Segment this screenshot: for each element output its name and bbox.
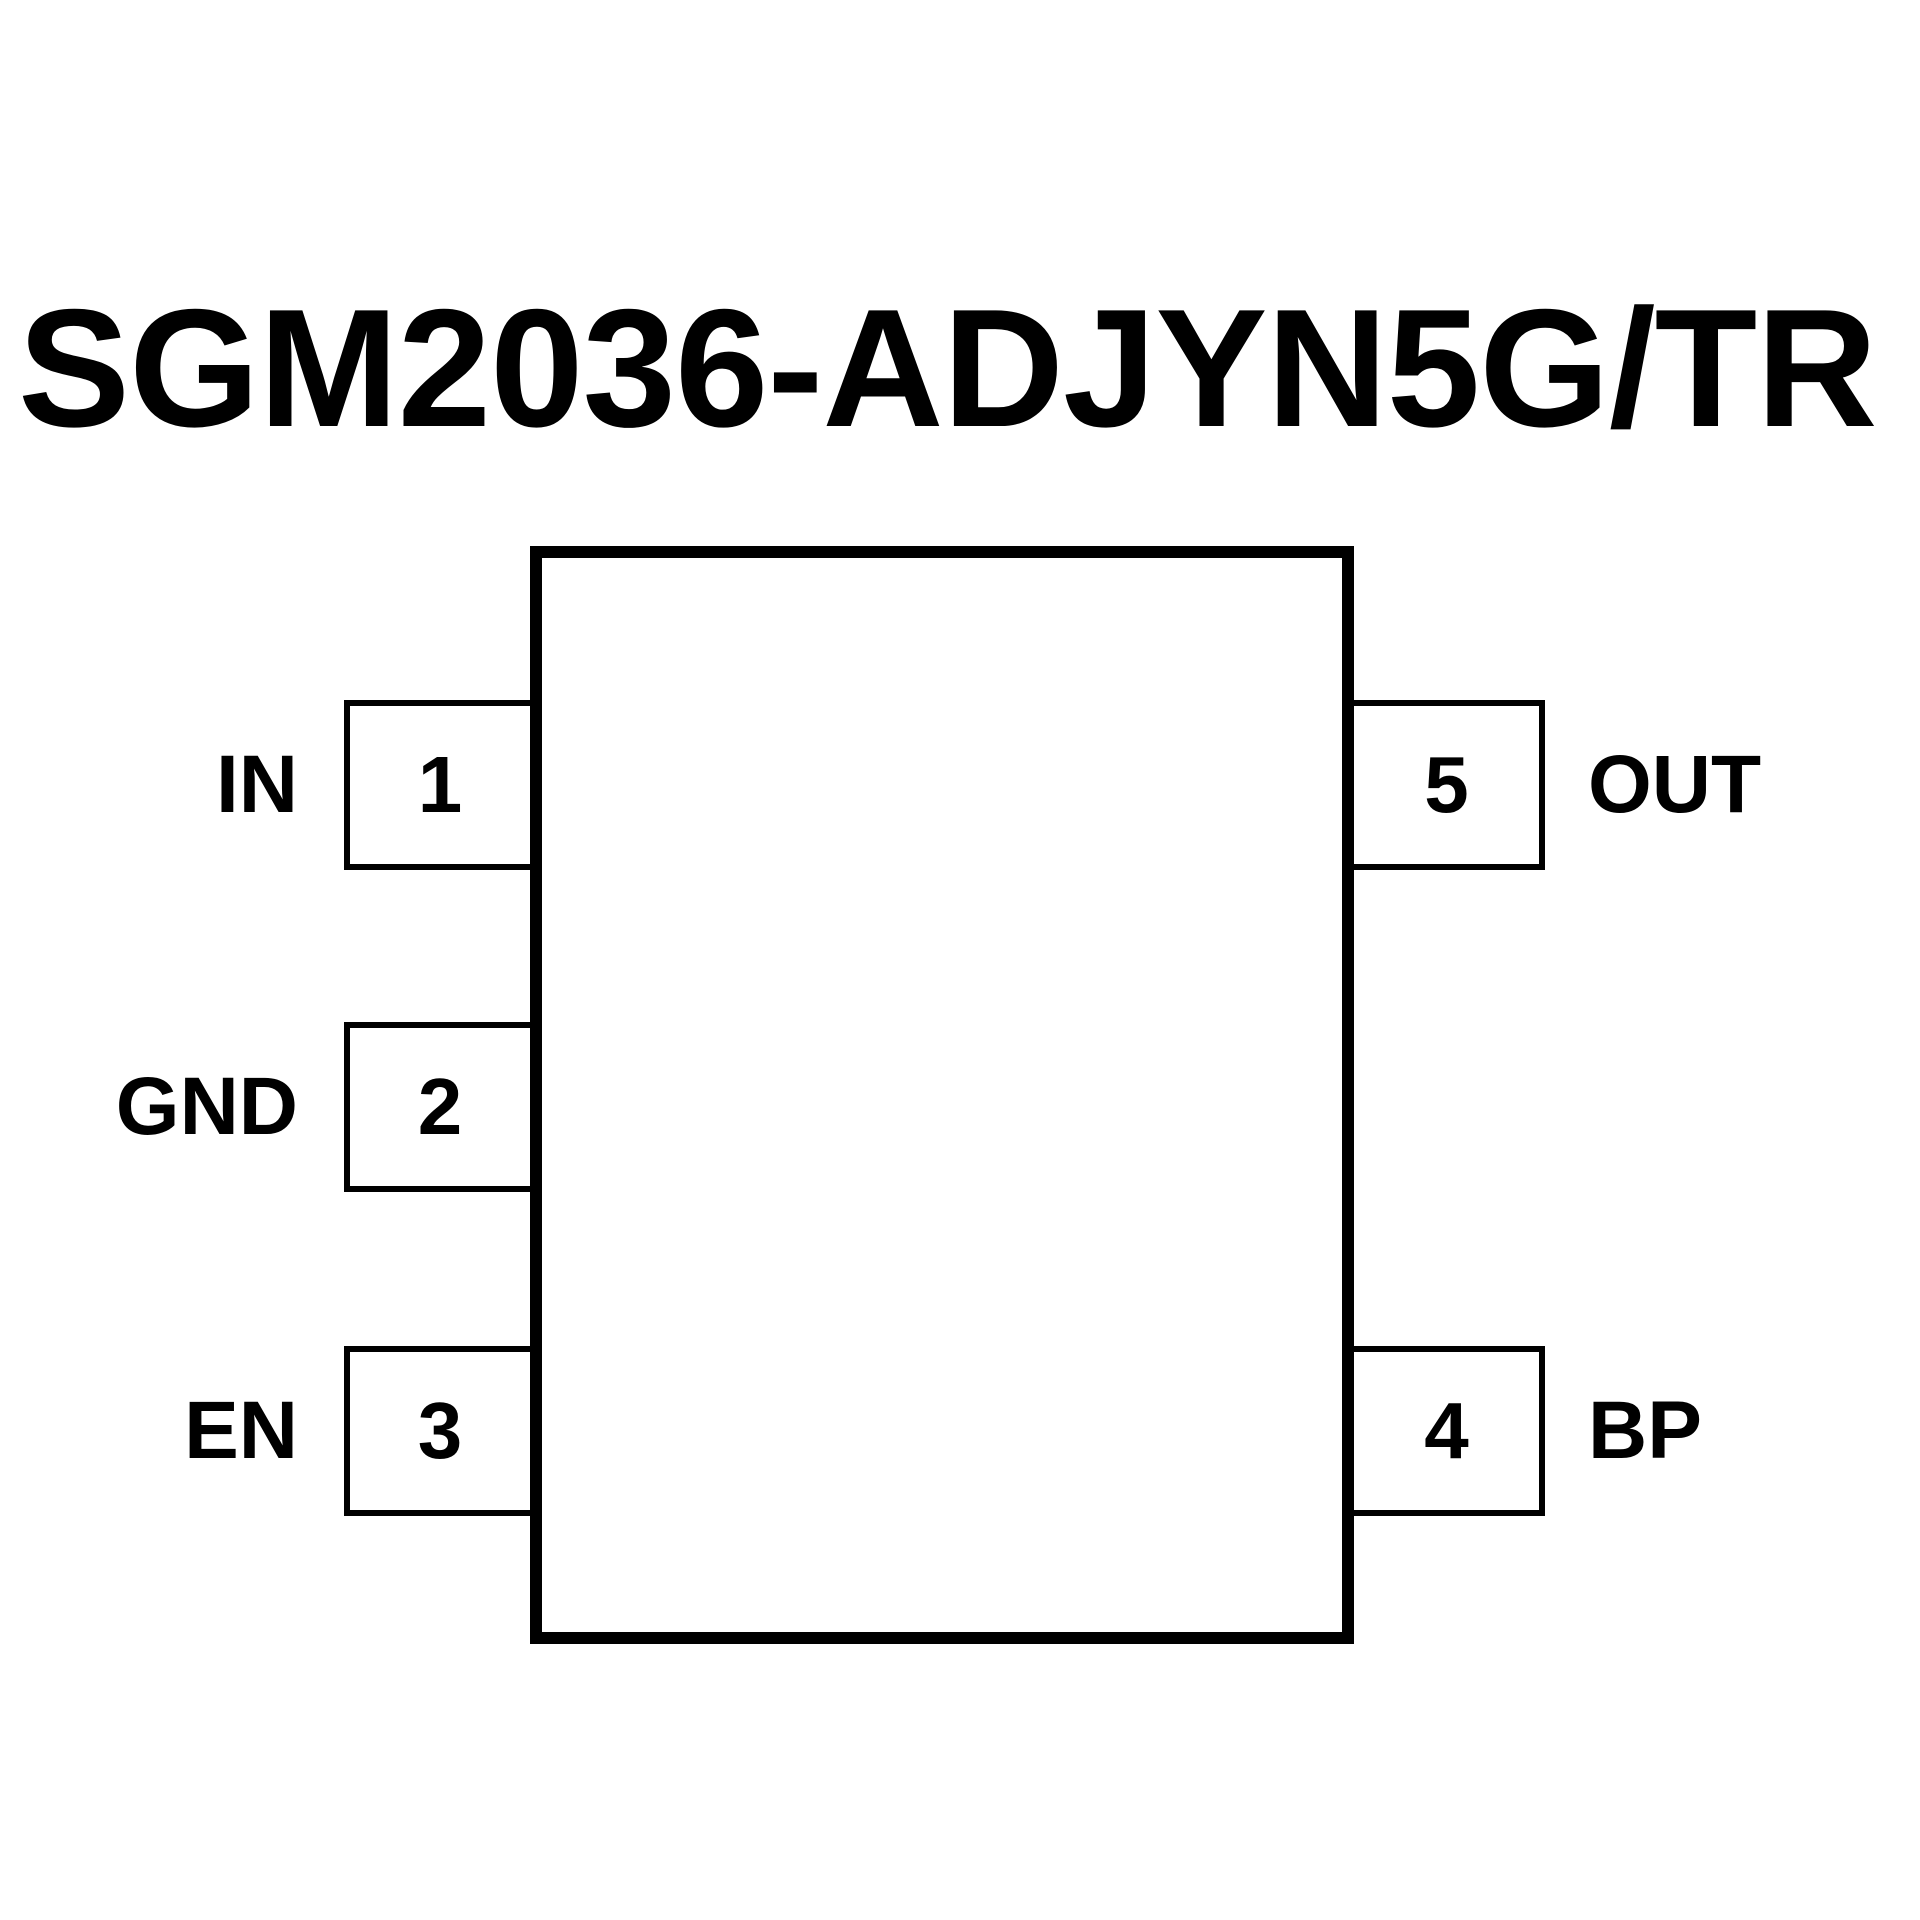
- pin-box-3: 3: [344, 1346, 530, 1516]
- pin-box-5: 5: [1354, 700, 1545, 870]
- pin-box-4: 4: [1354, 1346, 1545, 1516]
- pin-number-3: 3: [417, 1386, 463, 1475]
- part-number-title: SGM2036-ADJYN5G/TR: [18, 274, 1878, 462]
- pin-number-2: 2: [417, 1062, 463, 1151]
- pin-box-1: 1: [344, 700, 530, 870]
- pin-label-bp: BP: [1588, 1385, 1702, 1476]
- ic-body: [530, 546, 1354, 1644]
- pin-number-4: 4: [1424, 1386, 1469, 1475]
- pin-number-1: 1: [417, 740, 463, 829]
- pin-box-2: 2: [344, 1022, 530, 1192]
- pin-label-out: OUT: [1588, 739, 1762, 830]
- pin-label-in: IN: [216, 739, 298, 830]
- pin-label-en: EN: [184, 1385, 298, 1476]
- pin-number-5: 5: [1424, 740, 1469, 829]
- pin-label-gnd: GND: [115, 1061, 298, 1152]
